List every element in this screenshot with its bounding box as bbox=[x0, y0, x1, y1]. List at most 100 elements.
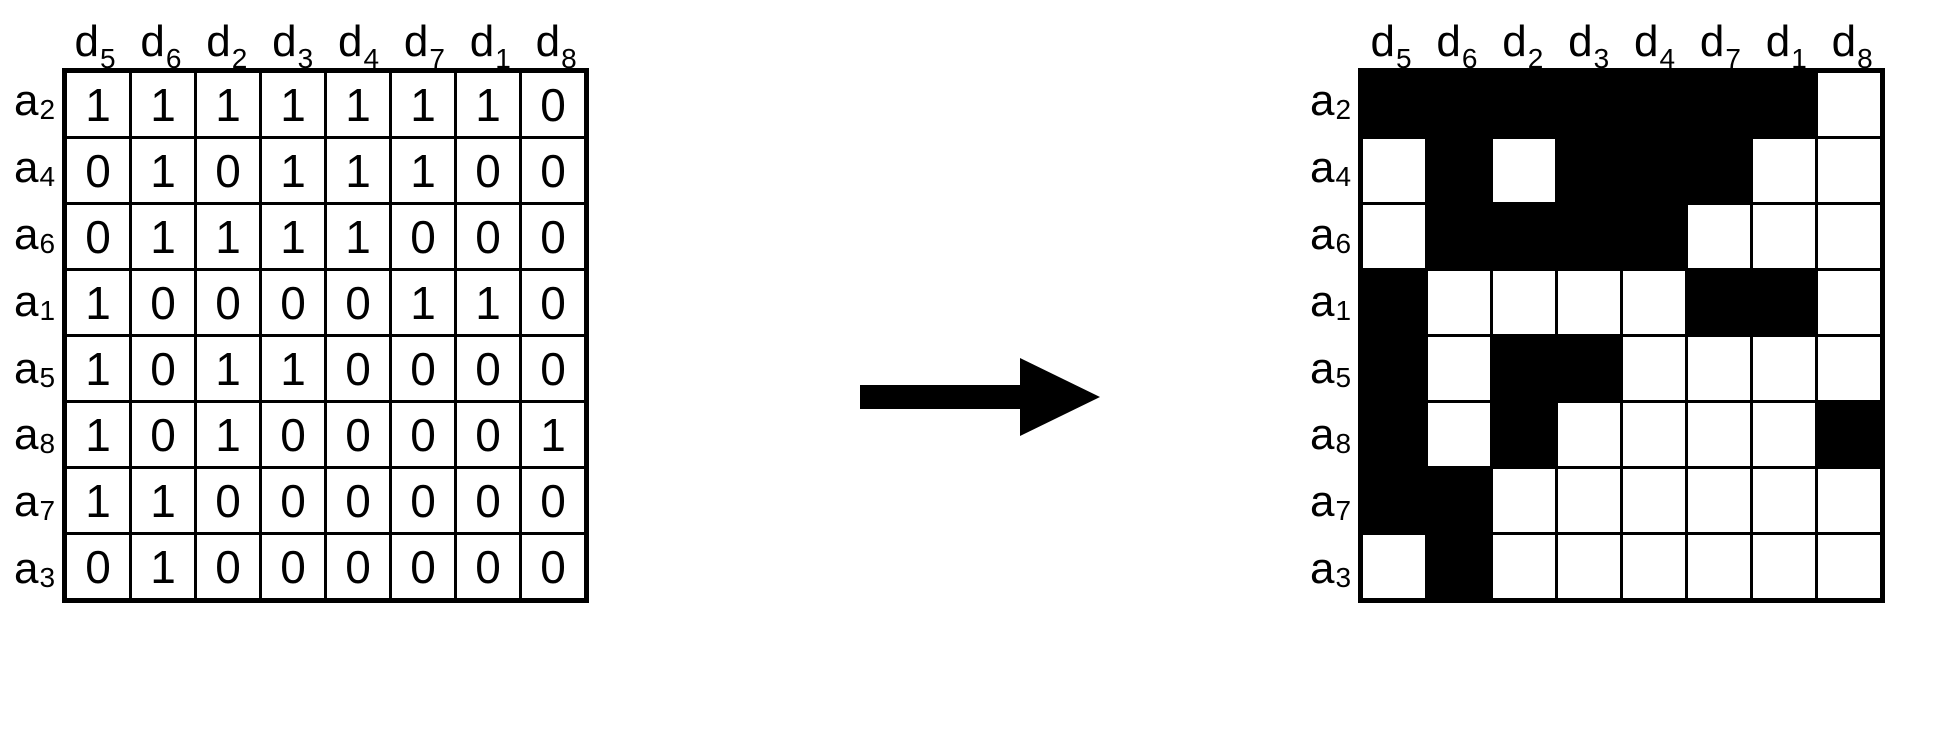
bitmap-cell-a7-d2 bbox=[1493, 469, 1556, 532]
bitmap-cell-a5-d8 bbox=[1818, 337, 1881, 400]
numeric-cell-a3-d3: 0 bbox=[262, 535, 325, 598]
numeric-cell-a8-d1: 0 bbox=[457, 403, 520, 466]
numeric-cell-a2-d4: 1 bbox=[327, 73, 390, 136]
bitmap-cell-a7-d7 bbox=[1688, 469, 1751, 532]
numeric-cell-a7-d6: 1 bbox=[132, 469, 195, 532]
numeric-cell-a5-d5: 1 bbox=[67, 337, 130, 400]
bitmap-cell-a2-d6 bbox=[1428, 73, 1491, 136]
numeric-cell-a8-d6: 0 bbox=[132, 403, 195, 466]
bitmap-cell-a3-d8 bbox=[1818, 535, 1881, 598]
bitmap-cell-a7-d4 bbox=[1623, 469, 1686, 532]
numeric-cell-a3-d8: 0 bbox=[522, 535, 585, 598]
bitmap-cell-a5-d1 bbox=[1753, 337, 1816, 400]
bitmap-cell-a2-d2 bbox=[1493, 73, 1556, 136]
bitmap-cell-a8-d5 bbox=[1363, 403, 1426, 466]
bitmap-cell-a4-d3 bbox=[1558, 139, 1621, 202]
numeric-cell-a4-d4: 1 bbox=[327, 139, 390, 202]
numeric-cell-a8-d8: 1 bbox=[522, 403, 585, 466]
numeric-cell-a6-d4: 1 bbox=[327, 205, 390, 268]
numeric-cell-a3-d1: 0 bbox=[457, 535, 520, 598]
bitmap-cell-a1-d6 bbox=[1428, 271, 1491, 334]
bitmap-cell-a1-d8 bbox=[1818, 271, 1881, 334]
arrow-icon bbox=[860, 358, 1100, 436]
numeric-cell-a4-d3: 1 bbox=[262, 139, 325, 202]
numeric-cell-a7-d7: 0 bbox=[392, 469, 455, 532]
bitmap-cell-a6-d4 bbox=[1623, 205, 1686, 268]
bitmap-cell-a5-d2 bbox=[1493, 337, 1556, 400]
numeric-cell-a5-d7: 0 bbox=[392, 337, 455, 400]
bitmap-cell-a8-d1 bbox=[1753, 403, 1816, 466]
numeric-cell-a7-d3: 0 bbox=[262, 469, 325, 532]
numeric-cell-a1-d1: 1 bbox=[457, 271, 520, 334]
bitmap-cell-a1-d2 bbox=[1493, 271, 1556, 334]
bitmap-cell-a8-d3 bbox=[1558, 403, 1621, 466]
bitmap-cell-a2-d3 bbox=[1558, 73, 1621, 136]
bitmap-cell-a1-d3 bbox=[1558, 271, 1621, 334]
numeric-cell-a4-d7: 1 bbox=[392, 139, 455, 202]
numeric-cell-a1-d3: 0 bbox=[262, 271, 325, 334]
numeric-cell-a7-d8: 0 bbox=[522, 469, 585, 532]
bitmap-cell-a4-d7 bbox=[1688, 139, 1751, 202]
bitmap-cell-a8-d7 bbox=[1688, 403, 1751, 466]
bitmap-cell-a2-d4 bbox=[1623, 73, 1686, 136]
bitmap-cell-a6-d2 bbox=[1493, 205, 1556, 268]
bitmap-cell-a1-d4 bbox=[1623, 271, 1686, 334]
bitmap-cell-a3-d7 bbox=[1688, 535, 1751, 598]
numeric-cell-a1-d8: 0 bbox=[522, 271, 585, 334]
numeric-cell-a3-d7: 0 bbox=[392, 535, 455, 598]
numeric-cell-a4-d5: 0 bbox=[67, 139, 130, 202]
bitmap-cell-a8-d8 bbox=[1818, 403, 1881, 466]
numeric-cell-a6-d6: 1 bbox=[132, 205, 195, 268]
bitmap-cell-a6-d7 bbox=[1688, 205, 1751, 268]
bitmap-cell-a6-d3 bbox=[1558, 205, 1621, 268]
numeric-cell-a2-d2: 1 bbox=[197, 73, 260, 136]
numeric-cell-a1-d6: 0 bbox=[132, 271, 195, 334]
numeric-cell-a3-d6: 1 bbox=[132, 535, 195, 598]
numeric-cell-a4-d1: 0 bbox=[457, 139, 520, 202]
bitmap-cell-a3-d2 bbox=[1493, 535, 1556, 598]
bitmap-cell-a2-d8 bbox=[1818, 73, 1881, 136]
bitmap-cell-a8-d4 bbox=[1623, 403, 1686, 466]
numeric-cell-a8-d3: 0 bbox=[262, 403, 325, 466]
bitmap-cell-a4-d2 bbox=[1493, 139, 1556, 202]
numeric-cell-a8-d5: 1 bbox=[67, 403, 130, 466]
numeric-cell-a8-d2: 1 bbox=[197, 403, 260, 466]
numeric-cell-a1-d2: 0 bbox=[197, 271, 260, 334]
bitmap-cell-a2-d1 bbox=[1753, 73, 1816, 136]
numeric-cell-a6-d8: 0 bbox=[522, 205, 585, 268]
bitmap-cell-a1-d1 bbox=[1753, 271, 1816, 334]
bitmap-cell-a1-d5 bbox=[1363, 271, 1426, 334]
bitmap-cell-a7-d1 bbox=[1753, 469, 1816, 532]
bitmap-cell-a4-d8 bbox=[1818, 139, 1881, 202]
numeric-cell-a7-d2: 0 bbox=[197, 469, 260, 532]
numeric-cell-a5-d6: 0 bbox=[132, 337, 195, 400]
numeric-cell-a5-d2: 1 bbox=[197, 337, 260, 400]
numeric-cell-a6-d5: 0 bbox=[67, 205, 130, 268]
numeric-cell-a1-d4: 0 bbox=[327, 271, 390, 334]
numeric-cell-a3-d4: 0 bbox=[327, 535, 390, 598]
